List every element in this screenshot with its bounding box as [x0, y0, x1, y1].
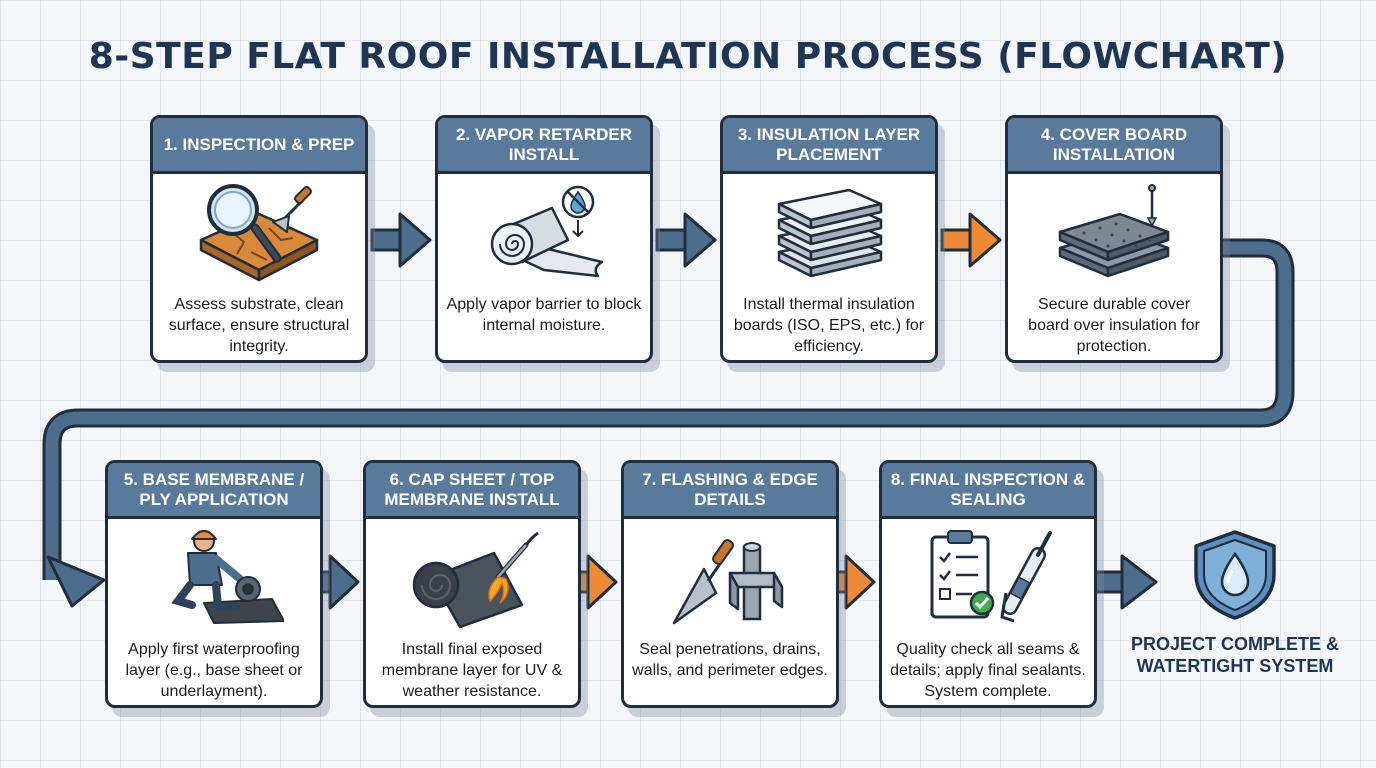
step-card-4: 4. COVER BOARD INSTALLATION Secure durab…	[1005, 115, 1223, 363]
step-title: 4. COVER BOARD INSTALLATION	[1008, 118, 1220, 174]
magnifier-trowel-icon	[199, 184, 319, 282]
shield-droplet-icon	[1194, 530, 1276, 620]
insulation-stack-icon	[777, 188, 883, 278]
completion-label: PROJECT COMPLETE & WATERTIGHT SYSTEM	[1130, 634, 1340, 676]
worker-roll-icon	[171, 530, 284, 624]
step-title: 5. BASE MEMBRANE / PLY APPLICATION	[108, 463, 320, 519]
step-description: Assess substrate, clean surface, ensure …	[168, 296, 350, 355]
wrap-arrowhead	[46, 555, 106, 608]
cover-board-icon	[1058, 184, 1170, 278]
flashing-trowel-icon	[672, 539, 784, 625]
step-title: 2. VAPOR RETARDER INSTALL	[438, 118, 650, 174]
step-description: Apply vapor barrier to block internal mo…	[446, 296, 642, 334]
vapor-roll-icon	[490, 185, 604, 278]
step-title: 1. INSPECTION & PREP	[153, 118, 365, 174]
step-card-8: 8. FINAL INSPECTION & SEALING Quality ch…	[879, 460, 1097, 708]
project-complete: PROJECT COMPLETE & WATERTIGHT SYSTEM	[1130, 528, 1340, 677]
step-card-7: 7. FLASHING & EDGE DETAILS Seal penetrat…	[621, 460, 839, 708]
step-description: Install final exposed membrane layer for…	[381, 641, 563, 700]
step-description: Install thermal insulation boards (ISO, …	[733, 296, 925, 355]
arrow-1-2	[370, 212, 432, 268]
checklist-caulk-icon	[930, 530, 1052, 623]
step-description: Quality check all seams & details; apply…	[890, 641, 1086, 700]
page-title: 8-STEP FLAT ROOF INSTALLATION PROCESS (F…	[88, 36, 1288, 77]
torch-roll-icon	[412, 531, 539, 629]
step-description: Apply first waterproofing layer (e.g., b…	[125, 641, 303, 700]
step-card-3: 3. INSULATION LAYER PLACEMENT Install th…	[720, 115, 938, 363]
step-description: Secure durable cover board over insulati…	[1028, 296, 1200, 355]
step-card-5: 5. BASE MEMBRANE / PLY APPLICATION Apply…	[105, 460, 323, 708]
step-title: 8. FINAL INSPECTION & SEALING	[882, 463, 1094, 519]
step-title: 7. FLASHING & EDGE DETAILS	[624, 463, 836, 519]
step-card-2: 2. VAPOR RETARDER INSTALL Apply vapor ba…	[435, 115, 653, 363]
arrow-3-4	[940, 212, 1002, 268]
arrow-2-3	[655, 212, 717, 268]
step-card-6: 6. CAP SHEET / TOP MEMBRANE INSTALL Inst…	[363, 460, 581, 708]
step-card-1: 1. INSPECTION & PREP Assess substrate, c…	[150, 115, 368, 363]
step-title: 6. CAP SHEET / TOP MEMBRANE INSTALL	[366, 463, 578, 519]
step-title: 3. INSULATION LAYER PLACEMENT	[723, 118, 935, 174]
step-description: Seal penetrations, drains, walls, and pe…	[632, 641, 828, 679]
